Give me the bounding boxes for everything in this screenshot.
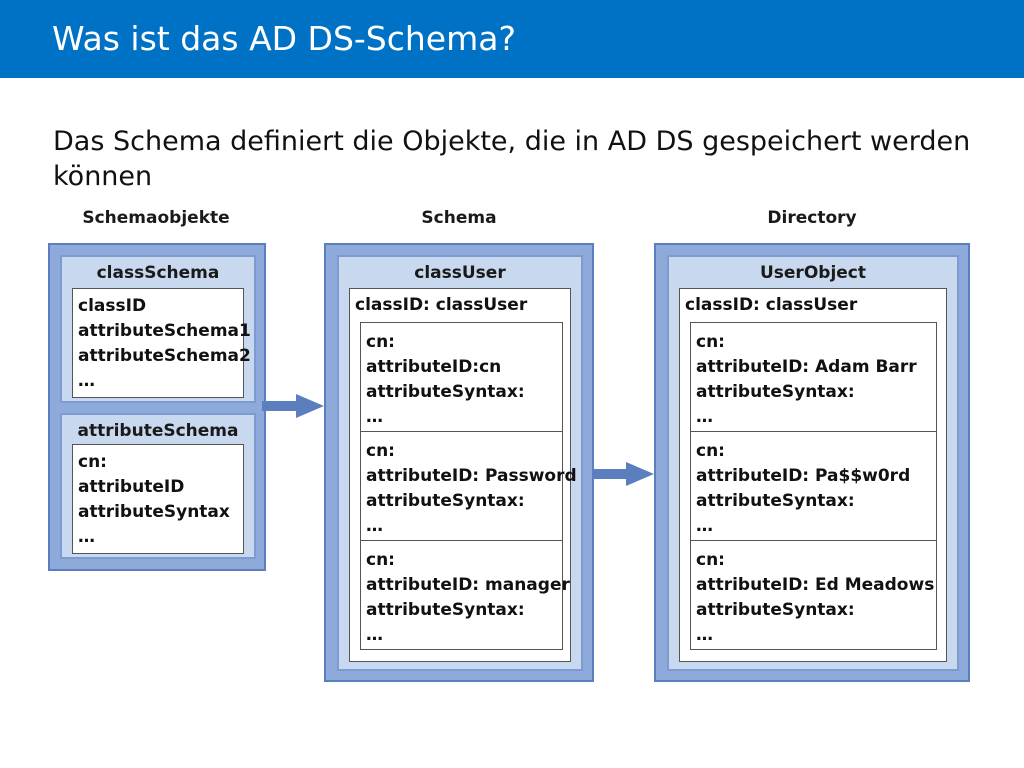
attribute-line: … bbox=[696, 407, 713, 427]
class-user-label: classUser bbox=[414, 263, 506, 283]
slide-subtitle: Das Schema definiert die Objekte, die in… bbox=[53, 126, 971, 192]
text-line: … bbox=[78, 527, 95, 547]
class-user-classid: classID: classUser bbox=[355, 295, 528, 315]
attribute-line: … bbox=[696, 625, 713, 645]
attribute-line: cn: bbox=[696, 550, 725, 570]
attribute-box: cn: attributeID:cn attributeSyntax: … bbox=[360, 322, 563, 432]
attribute-box: cn: attributeID: Adam Barr attributeSyntax… bbox=[690, 322, 937, 432]
directory-panel: UserObject classID: classUser cn: attribu… bbox=[654, 243, 970, 682]
attribute-line: cn: bbox=[696, 332, 725, 352]
title-bar bbox=[0, 0, 1024, 78]
text-line: … bbox=[78, 371, 95, 391]
attribute-line: attributeSyntax: bbox=[366, 600, 525, 620]
class-user-content: classID: classUser cn: attributeID:cn attr… bbox=[349, 288, 577, 662]
attribute-line: attributeID: manager bbox=[366, 575, 570, 595]
schemaobjekte-panel: classSchema classID attributeSchema1 attri… bbox=[48, 243, 266, 571]
attribute-line: … bbox=[366, 516, 383, 536]
attribute-line: attributeSyntax: bbox=[696, 600, 855, 620]
attribute-box: cn: attributeID: manager attributeSyntax: … bbox=[360, 540, 570, 650]
attribute-box: cn: attributeID: Ed Meadows attributeSynta… bbox=[690, 540, 937, 650]
attribute-line: … bbox=[366, 625, 383, 645]
schema-panel: classUser classID: classUser cn: attribut… bbox=[324, 243, 594, 682]
text-line: attributeID bbox=[78, 477, 185, 497]
attribute-line: attributeSyntax: bbox=[366, 491, 525, 511]
text-line: attributeSchema2 bbox=[78, 346, 251, 366]
attribute-schema-label: attributeSchema bbox=[77, 421, 239, 441]
attribute-line: attributeID: Password bbox=[366, 466, 577, 486]
text-line: attributeSchema1 bbox=[78, 321, 251, 341]
user-object-classid: classID: classUser bbox=[685, 295, 858, 315]
user-object-content: classID: classUser cn: attributeID: Adam … bbox=[679, 288, 947, 662]
user-object-box: UserObject classID: classUser cn: attribu… bbox=[667, 255, 959, 671]
class-schema-content: classID attributeSchema1 attributeSchema2 … bbox=[72, 288, 251, 398]
attribute-line: … bbox=[366, 407, 383, 427]
attribute-line: cn: bbox=[696, 441, 725, 461]
attribute-schema-box: attributeSchema cn: attributeID attributeS… bbox=[60, 413, 256, 559]
class-schema-lines: classID attributeSchema1 attributeSchema2 … bbox=[78, 294, 251, 394]
slide-title: Was ist das AD DS-Schema? bbox=[52, 19, 516, 58]
attribute-line: attributeID: Adam Barr bbox=[696, 357, 917, 377]
class-schema-label: classSchema bbox=[96, 263, 220, 283]
attribute-schema-lines: cn: attributeID attributeSyntax … bbox=[78, 450, 230, 550]
attribute-box: cn: attributeID: Pa$$w0rd attributeSyntax:… bbox=[690, 431, 937, 541]
attribute-schema-content: cn: attributeID attributeSyntax … bbox=[72, 444, 244, 554]
attribute-line: attributeID: Ed Meadows bbox=[696, 575, 935, 595]
text-line: classID bbox=[78, 296, 147, 316]
text-line: attributeSyntax bbox=[78, 502, 230, 522]
attribute-line: attributeSyntax: bbox=[696, 491, 855, 511]
attribute-line: cn: bbox=[366, 441, 395, 461]
class-user-box: classUser classID: classUser cn: attribut… bbox=[337, 255, 583, 671]
column-header-directory: Directory bbox=[767, 208, 857, 228]
arrow-right-icon bbox=[592, 462, 654, 486]
attribute-line: attributeID:cn bbox=[366, 357, 502, 377]
attribute-line: … bbox=[696, 516, 713, 536]
user-object-label: UserObject bbox=[759, 263, 867, 283]
attribute-line: cn: bbox=[366, 550, 395, 570]
attribute-line: attributeSyntax: bbox=[696, 382, 855, 402]
attribute-line: attributeSyntax: bbox=[366, 382, 525, 402]
attribute-line: attributeID: Pa$$w0rd bbox=[696, 466, 911, 486]
attribute-line: cn: bbox=[366, 332, 395, 352]
column-header-schema: Schema bbox=[421, 208, 497, 228]
attribute-box: cn: attributeID: Password attributeSyntax:… bbox=[360, 431, 577, 541]
text-line: cn: bbox=[78, 452, 107, 472]
class-schema-box: classSchema classID attributeSchema1 attri… bbox=[60, 255, 256, 403]
column-header-schemaobjekte: Schemaobjekte bbox=[82, 208, 230, 228]
arrow-right-icon bbox=[262, 394, 324, 418]
